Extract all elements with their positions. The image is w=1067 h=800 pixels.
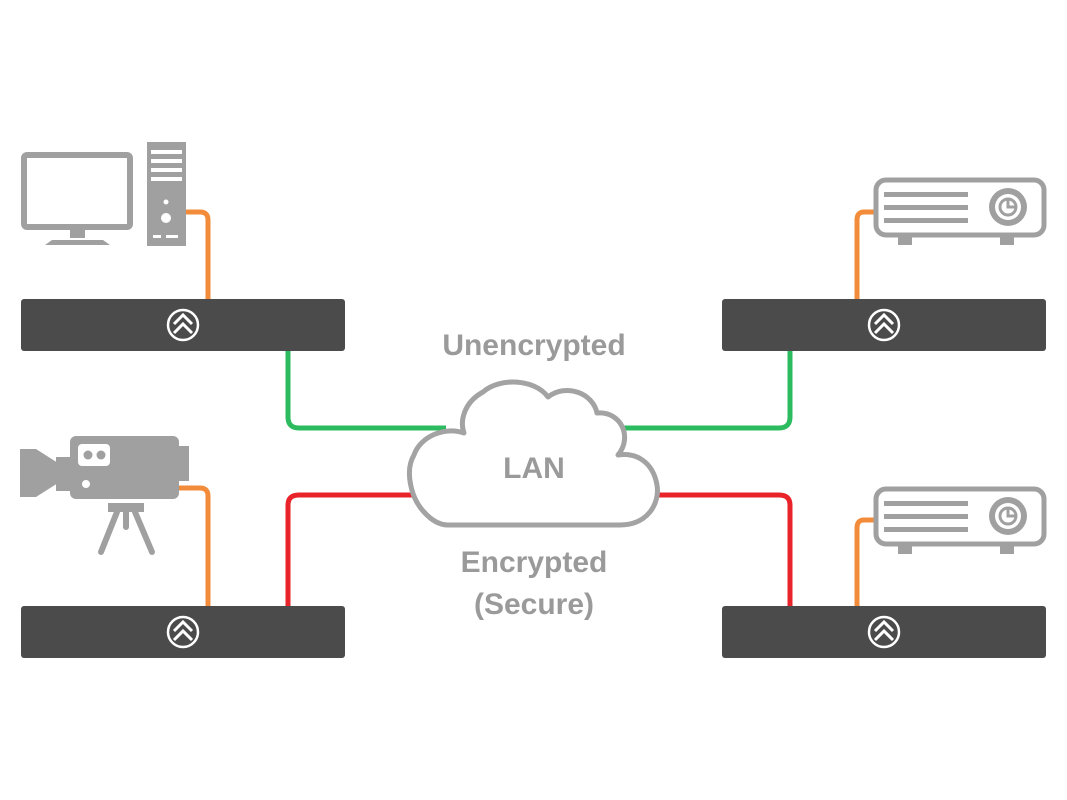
pc-cable [182,209,211,302]
device-cables [175,209,878,609]
chevron-circle-logo-icon [166,308,200,342]
video-camera-on-tripod-icon [20,436,189,555]
decoder-unit-top-right [722,299,1046,351]
red-link-right [657,492,793,606]
lan-label: LAN [503,452,565,485]
camera-cable [175,485,211,609]
monitor-icon [21,152,133,245]
projector-bottom-cable [854,517,878,609]
projector-icon [873,177,1047,245]
encrypted-label: Encrypted [461,546,608,579]
encoder-unit-top-left [21,299,345,351]
unencrypted-label: Unencrypted [442,329,625,362]
computer-monitor-and-tower-icon [21,142,186,246]
encrypted-links [285,492,793,606]
red-link-left [285,492,412,606]
decoder-unit-bottom-right [722,606,1046,658]
encoder-unit-bottom-left [21,606,345,658]
unencrypted-links [285,350,793,431]
green-link-right [624,350,793,431]
cloud-icon [406,379,660,528]
secure-label: (Secure) [474,588,594,621]
chevron-circle-logo-icon [867,308,901,342]
projector-top-cable [854,209,878,302]
green-link-left [285,350,446,431]
chevron-circle-logo-icon [867,615,901,649]
tower-icon [147,142,186,246]
chevron-circle-logo-icon [166,615,200,649]
projector-icon [873,486,1047,554]
